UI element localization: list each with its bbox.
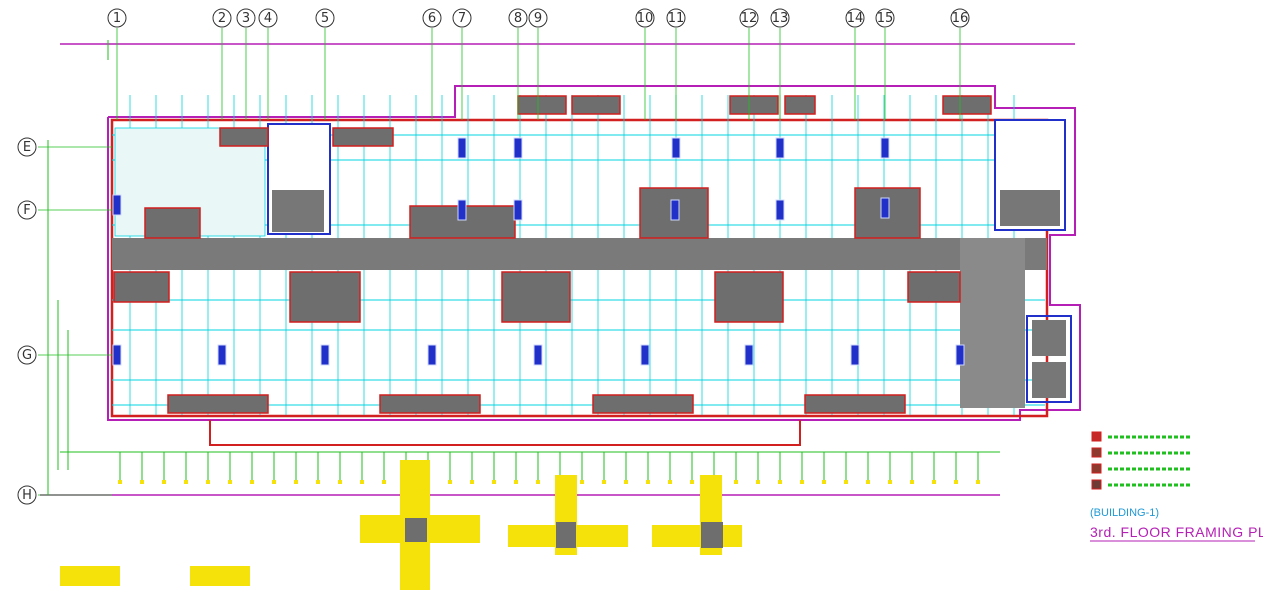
grid-column-bubble-9: 9 <box>528 8 548 120</box>
column-marker <box>533 344 543 366</box>
stair-core-right <box>994 119 1066 231</box>
grid-column-bubble-15: 15 <box>875 8 895 120</box>
column-marker <box>112 194 122 216</box>
grid-row-label: G <box>22 348 32 363</box>
column-marker <box>880 197 890 219</box>
legend-item <box>1091 447 1190 458</box>
corridor-slab <box>112 238 1047 408</box>
pile-markers <box>118 452 980 484</box>
column-detail-3 <box>652 475 742 555</box>
grid-row-label: H <box>22 488 32 503</box>
column-marker <box>671 137 681 159</box>
column-detail-1 <box>360 460 480 590</box>
grid-column-label: 12 <box>741 11 758 26</box>
drawing-title: 3rd. FLOOR FRAMING PLAN <box>1090 524 1263 540</box>
legend-item <box>1091 431 1190 442</box>
elevator-shaft <box>1026 315 1072 403</box>
grid-column-label: 14 <box>847 11 864 26</box>
column-marker <box>670 199 680 221</box>
grid-row-label: E <box>23 140 31 155</box>
column-marker <box>320 344 330 366</box>
grid-column-label: 13 <box>772 11 789 26</box>
grid-column-bubble-11: 11 <box>666 8 686 120</box>
grid-column-bubble-3: 3 <box>236 8 256 120</box>
column-marker <box>217 344 227 366</box>
wall-detail-left <box>60 566 250 586</box>
grid-column-bubble-14: 14 <box>845 8 865 120</box>
stair-core-left <box>267 123 331 235</box>
column-marker <box>513 137 523 159</box>
column-marker <box>775 137 785 159</box>
grid-column-bubble-5: 5 <box>315 8 335 120</box>
grid-column-label: 15 <box>877 11 894 26</box>
grid-column-label: 7 <box>458 11 466 26</box>
grid-column-label: 6 <box>428 11 436 26</box>
grid-column-label: 4 <box>264 11 272 26</box>
top-dimension-line <box>60 40 1075 60</box>
grid-column-bubble-16: 16 <box>950 8 970 120</box>
grid-column-bubble-8: 8 <box>508 8 528 120</box>
column-marker <box>775 199 785 221</box>
grid-column-bubble-1: 1 <box>107 8 127 120</box>
column-marker <box>112 344 122 366</box>
grid-column-bubble-13: 13 <box>770 8 790 120</box>
grid-column-bubble-12: 12 <box>739 8 759 120</box>
legend-item <box>1091 463 1190 474</box>
grid-row-bubble-G: G <box>17 345 112 365</box>
column-marker <box>427 344 437 366</box>
grid-column-label: 10 <box>637 11 654 26</box>
drawing-subtitle: (BUILDING-1) <box>1090 507 1159 519</box>
grid-row-bubble-F: F <box>17 200 112 220</box>
column-marker <box>513 199 523 221</box>
grid-column-bubble-2: 2 <box>212 8 232 120</box>
column-detail-2 <box>508 475 628 555</box>
grid-column-label: 9 <box>534 11 542 26</box>
grid-column-bubble-4: 4 <box>258 8 278 120</box>
grid-column-bubble-6: 6 <box>422 8 442 120</box>
column-marker <box>880 137 890 159</box>
left-dimension-lines <box>47 140 69 495</box>
column-marker <box>457 199 467 221</box>
column-marker <box>955 344 965 366</box>
grid-column-bubble-7: 7 <box>452 8 472 120</box>
columns <box>112 137 965 366</box>
grid-row-bubbles: E F G H <box>17 137 112 505</box>
grid-column-bubble-10: 10 <box>635 8 655 120</box>
grid-column-label: 5 <box>321 11 329 26</box>
bottom-dimension-line <box>40 420 1000 496</box>
grid-column-label: 2 <box>218 11 226 26</box>
grid-row-bubble-E: E <box>17 137 112 157</box>
legend <box>1091 431 1190 490</box>
grid-column-label: 1 <box>113 11 121 26</box>
column-marker <box>744 344 754 366</box>
grid-column-label: 8 <box>514 11 522 26</box>
legend-item <box>1091 479 1190 490</box>
column-marker <box>457 137 467 159</box>
grid-column-label: 3 <box>242 11 250 26</box>
grid-row-label: F <box>23 203 30 218</box>
grid-row-bubble-H: H <box>17 485 112 505</box>
grid-column-label: 11 <box>668 11 685 26</box>
grid-column-label: 16 <box>952 11 969 26</box>
title-block: (BUILDING-1) 3rd. FLOOR FRAMING PLAN <box>1090 507 1263 542</box>
column-marker <box>850 344 860 366</box>
column-marker <box>640 344 650 366</box>
